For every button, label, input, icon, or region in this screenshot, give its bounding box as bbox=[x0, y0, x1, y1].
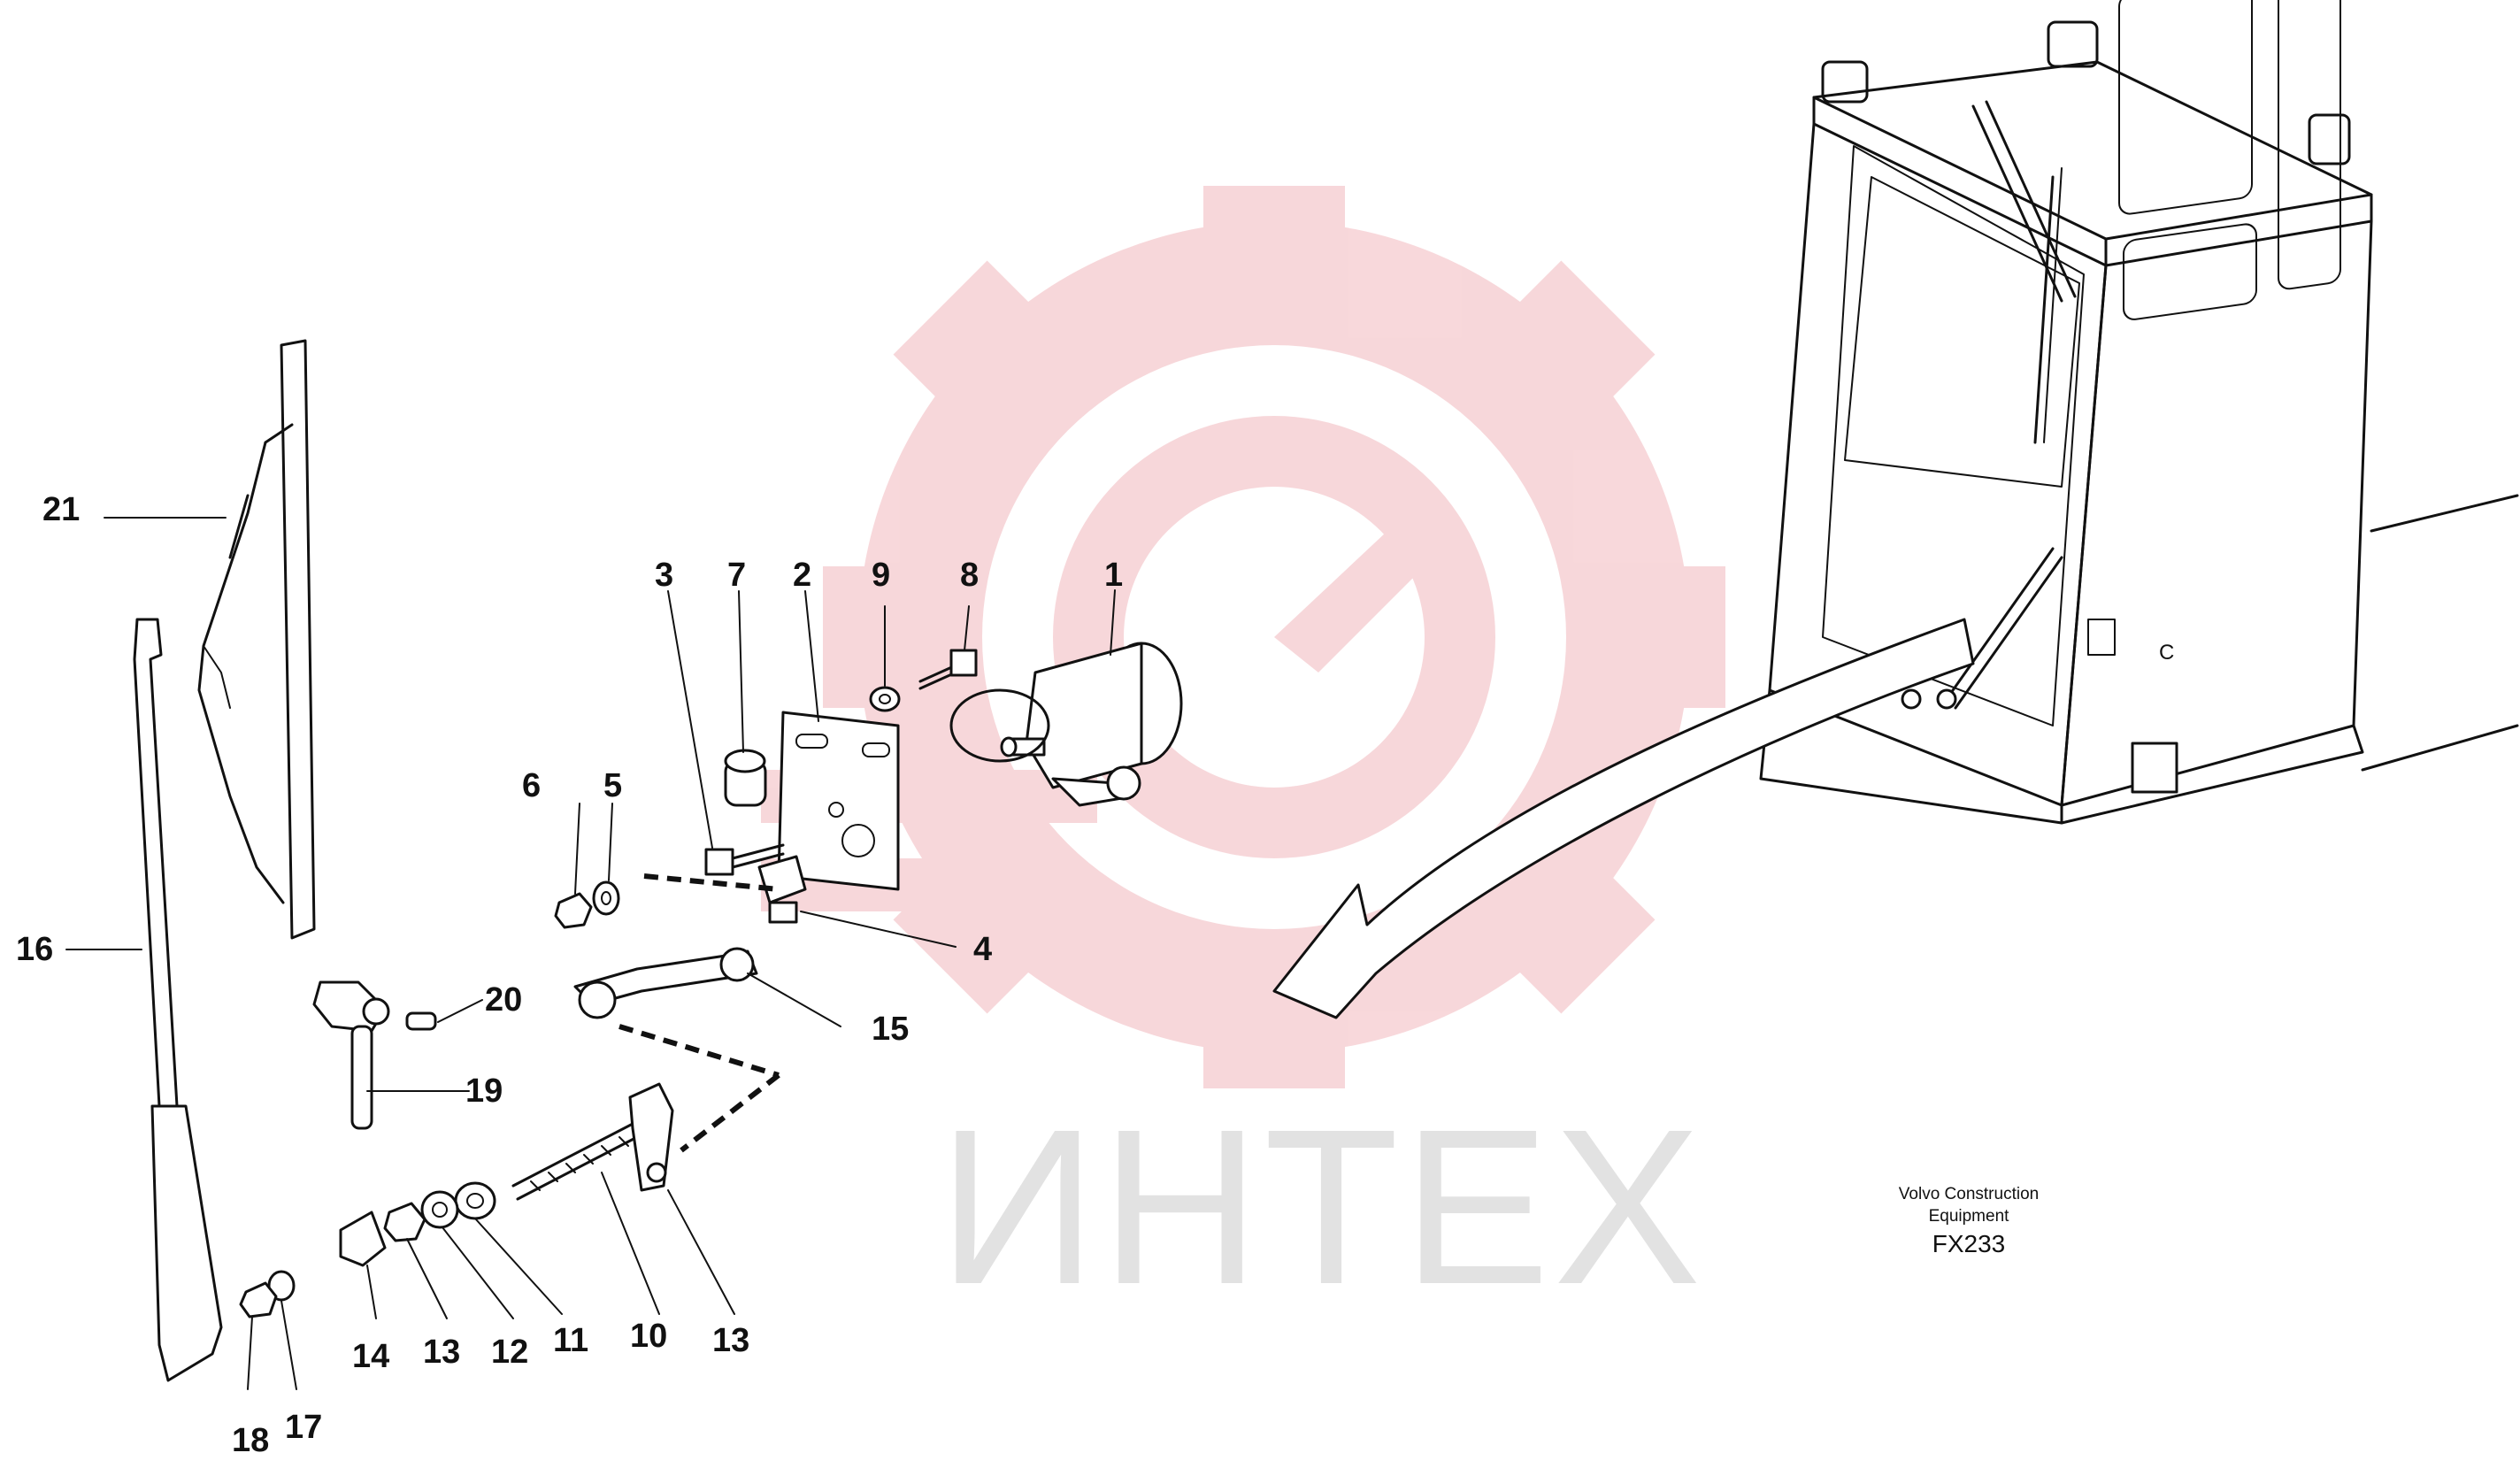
callout-13-upper: 13 bbox=[712, 1322, 749, 1359]
wiper-arm bbox=[133, 618, 223, 1382]
callout-3: 3 bbox=[655, 557, 673, 594]
drawing-caption: Volvo Construction Equipment FX233 bbox=[1899, 1185, 2039, 1257]
callout-5: 5 bbox=[603, 767, 622, 804]
callout-11: 11 bbox=[553, 1322, 588, 1359]
callout-15: 15 bbox=[872, 1011, 909, 1048]
caption-line-1: Volvo Construction bbox=[1899, 1185, 2039, 1203]
location-arrow bbox=[1272, 618, 1975, 1019]
callout-2: 2 bbox=[793, 557, 811, 594]
callout-13-lower: 13 bbox=[423, 1334, 460, 1371]
callout-7: 7 bbox=[727, 557, 746, 594]
callout-12: 12 bbox=[491, 1334, 528, 1371]
callout-16: 16 bbox=[16, 931, 53, 968]
drawing-code: FX233 bbox=[1932, 1230, 2006, 1257]
gear-logo-icon bbox=[761, 186, 1725, 1088]
callout-20: 20 bbox=[485, 981, 522, 1019]
callout-6: 6 bbox=[522, 767, 541, 804]
loader-cab-illustration: C bbox=[1759, 0, 2519, 825]
callout-21: 21 bbox=[42, 491, 80, 528]
wiper-motor bbox=[949, 642, 1183, 807]
watermark-text: ИНТЕХ bbox=[938, 1083, 1704, 1330]
callout-14: 14 bbox=[352, 1338, 389, 1375]
leader-lines bbox=[65, 517, 1116, 1390]
hardware-parts bbox=[239, 649, 978, 1318]
callout-9: 9 bbox=[872, 557, 890, 594]
callout-4: 4 bbox=[973, 931, 992, 968]
callout-1: 1 bbox=[1104, 557, 1123, 594]
svg-text:C: C bbox=[2159, 641, 2174, 665]
callout-18: 18 bbox=[232, 1422, 269, 1459]
caption-line-2: Equipment bbox=[1929, 1207, 2010, 1226]
bracket-plate bbox=[777, 711, 900, 891]
wiper-blade bbox=[197, 339, 316, 940]
callout-8: 8 bbox=[960, 557, 979, 594]
callout-10: 10 bbox=[630, 1318, 667, 1355]
callout-19: 19 bbox=[465, 1072, 503, 1110]
callout-17: 17 bbox=[285, 1409, 322, 1446]
watermark: ИНТЕХ bbox=[761, 186, 1725, 1330]
part-callouts: 1 2 3 4 5 6 7 8 9 10 11 12 13 13 14 15 1… bbox=[16, 491, 1123, 1459]
